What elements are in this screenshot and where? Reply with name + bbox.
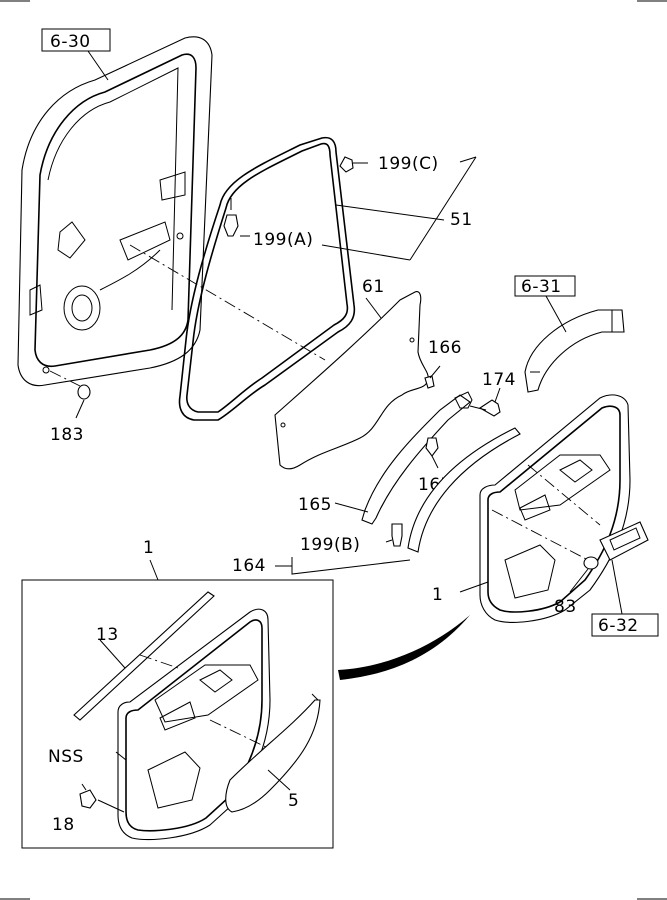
- leader-199c-a: [459, 156, 477, 163]
- leader-61: [365, 297, 382, 319]
- ref-box-6-32[interactable]: 6-32: [591, 613, 659, 637]
- leader-199a-51: [321, 244, 411, 261]
- assist-grip-6-31: [524, 309, 625, 393]
- callout-61[interactable]: 61: [362, 277, 385, 297]
- callout-166[interactable]: 166: [428, 338, 462, 358]
- callout-199b[interactable]: 199(B): [300, 535, 360, 555]
- part-5-pad: [225, 693, 321, 813]
- ref-label-6-32: 6-32: [598, 616, 639, 636]
- ref-label-6-30: 6-30: [50, 32, 91, 52]
- assembly-arrow: [338, 615, 470, 680]
- leader-183: [75, 399, 85, 419]
- leader-164: [275, 557, 411, 575]
- part-166-clip: [424, 375, 435, 389]
- callout-51[interactable]: 51: [450, 210, 473, 230]
- dash-door-61: [129, 244, 326, 361]
- callout-13[interactable]: 13: [96, 625, 119, 645]
- ref-box-6-31[interactable]: 6-31: [514, 275, 576, 297]
- callout-183[interactable]: 183: [50, 425, 84, 445]
- dash-13: [139, 654, 179, 669]
- part-167-clip: [425, 437, 439, 457]
- callout-83[interactable]: 83: [554, 597, 577, 617]
- callout-199a[interactable]: 199(A): [253, 230, 313, 250]
- part-199c-clip: [339, 156, 368, 173]
- callout-1-top[interactable]: 1: [143, 538, 154, 558]
- dash-5: [209, 719, 269, 749]
- callout-199c[interactable]: 199(C): [378, 154, 439, 174]
- leader-6-31: [545, 295, 567, 333]
- part-199b-clip: [391, 523, 403, 547]
- callout-164[interactable]: 164: [232, 556, 266, 576]
- dash-83: [491, 509, 589, 561]
- insert-6-32: [599, 521, 649, 561]
- callout-18[interactable]: 18: [52, 815, 75, 835]
- leader-1-top: [149, 559, 159, 581]
- leader-199c-b: [409, 156, 477, 261]
- part-174-screw: [469, 399, 501, 417]
- callout-1-right[interactable]: 1: [432, 585, 443, 605]
- part-18-clip: [79, 783, 97, 809]
- leader-18: [97, 799, 125, 813]
- leader-165: [334, 502, 369, 513]
- door-inner-panel: [17, 36, 213, 387]
- ref-box-6-30[interactable]: 6-30: [41, 28, 111, 52]
- part-199a-clip: [223, 198, 239, 237]
- leader-13: [99, 639, 126, 669]
- part-83-screw: [583, 556, 599, 570]
- leader-166: [429, 365, 441, 379]
- leader-167: [431, 455, 439, 469]
- leader-nss: [115, 751, 127, 761]
- callout-nss[interactable]: NSS: [48, 747, 84, 767]
- callout-174[interactable]: 174: [482, 370, 516, 390]
- callout-5[interactable]: 5: [288, 791, 299, 811]
- part-51-weatherstrip: [178, 136, 356, 421]
- part-1-door-trim: [479, 394, 631, 623]
- dash-grip-insert: [527, 464, 601, 526]
- ref-label-6-31: 6-31: [521, 277, 562, 297]
- leader-6-30: [87, 50, 109, 81]
- part-183-hole-cover: [77, 384, 91, 400]
- leader-5: [267, 769, 291, 791]
- leader-174: [494, 387, 501, 403]
- part-165-bracket: [361, 391, 473, 525]
- leader-83: [569, 568, 589, 593]
- leader-1-right: [459, 581, 489, 593]
- leader-6-32: [611, 559, 623, 615]
- leader-199b: [385, 539, 393, 543]
- callout-165[interactable]: 165: [298, 495, 332, 515]
- leader-51: [335, 204, 445, 221]
- dash-183: [49, 370, 81, 387]
- part-61-sealing-screen: [274, 291, 429, 470]
- part-164-run-channel: [407, 427, 521, 553]
